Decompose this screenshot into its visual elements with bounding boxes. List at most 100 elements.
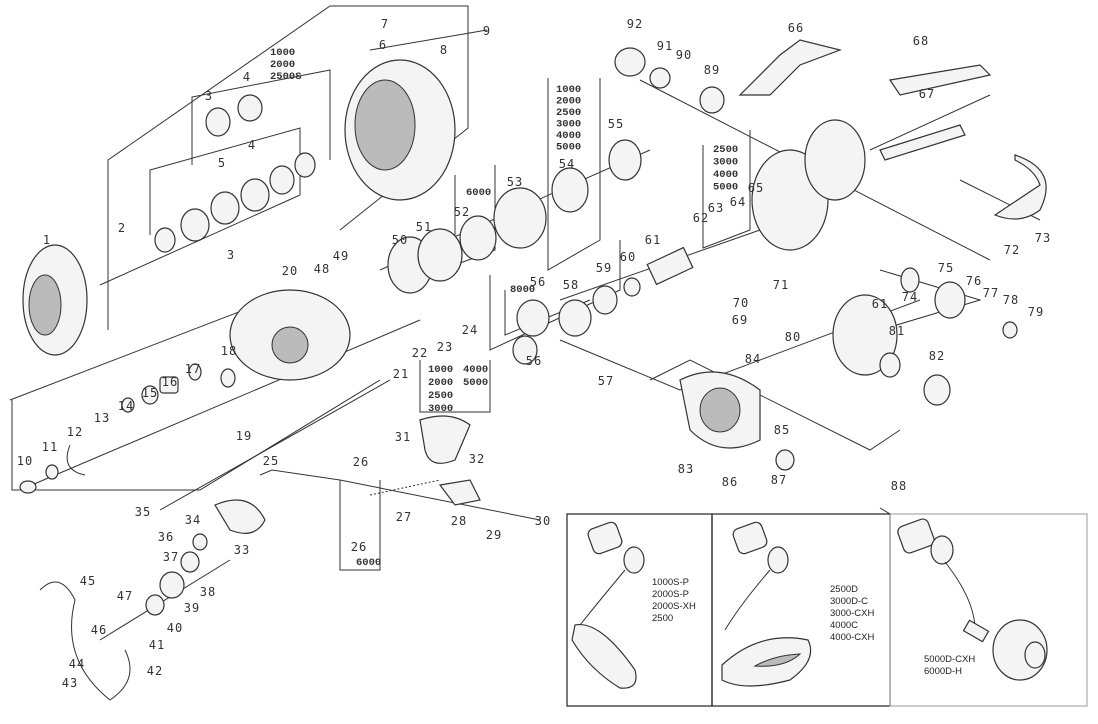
- part-label-71: 71: [773, 278, 789, 292]
- bearing-bracket: [547, 78, 601, 271]
- part-label-29: 29: [486, 528, 502, 542]
- part-label-65: 65: [748, 181, 764, 195]
- part-label-61: 61: [645, 233, 661, 247]
- part-label-76: 76: [966, 274, 982, 288]
- part-label-79: 79: [1028, 305, 1044, 319]
- part-label-78: 78: [1003, 293, 1019, 307]
- part-label-37: 37: [163, 550, 179, 564]
- handle-2-drawing: [721, 521, 812, 687]
- model-label: 2000: [556, 96, 581, 108]
- model-label: 4000: [713, 169, 738, 181]
- model-label: 5000: [463, 377, 488, 389]
- model-label: 6000: [356, 557, 381, 569]
- part-label-59: 59: [596, 261, 612, 275]
- part-label-32: 32: [469, 452, 485, 466]
- part-label-39: 39: [184, 601, 200, 615]
- part-label-74: 74: [902, 290, 918, 304]
- model-label: 1000: [428, 364, 453, 376]
- model-label: 8000: [510, 284, 535, 296]
- part-label-15: 15: [142, 386, 158, 400]
- part-label-64: 64: [730, 195, 746, 209]
- handle-box-3: [889, 513, 1088, 707]
- part-label-43: 43: [62, 676, 78, 690]
- handle-1-drawing: [571, 521, 645, 689]
- part-label-1: 1: [43, 233, 51, 247]
- model-label: 2000: [428, 377, 453, 389]
- handle-model-label: 2000S-P: [652, 589, 689, 600]
- part-label-35: 35: [135, 505, 151, 519]
- model-label: 2500: [428, 390, 453, 402]
- part-label-73: 73: [1035, 231, 1051, 245]
- model-label: 2500: [556, 107, 581, 119]
- part-label-51: 51: [416, 220, 432, 234]
- part-label-18: 18: [221, 344, 237, 358]
- part-label-41: 41: [149, 638, 165, 652]
- part-label-50: 50: [392, 233, 408, 247]
- handle-options: 1000S-P2000S-P2000S-XH25002500D3000D-C30…: [566, 507, 1088, 707]
- part-label-22: 22: [412, 346, 428, 360]
- parts-drawings: [19, 39, 1047, 701]
- part-label-82: 82: [929, 349, 945, 363]
- part-label-6: 6: [379, 38, 387, 52]
- handle-model-label: 6000D-H: [924, 666, 962, 677]
- part-label-2: 2: [118, 221, 126, 235]
- part-label-42: 42: [147, 664, 163, 678]
- part-label-68: 68: [913, 34, 929, 48]
- part-label-17: 17: [185, 362, 201, 376]
- part-label-46: 46: [91, 623, 107, 637]
- part-label-55: 55: [608, 117, 624, 131]
- model-label: 3000: [556, 119, 581, 131]
- model-label: 6000: [466, 187, 491, 199]
- part-label-16: 16: [162, 375, 178, 389]
- part-label-58: 58: [563, 278, 579, 292]
- model-label: 2000: [270, 59, 295, 71]
- handle-model-label: 3000-CXH: [830, 608, 874, 619]
- handle-model-label: 1000S-P: [652, 577, 689, 588]
- handle-model-label: 3000D-C: [830, 596, 868, 607]
- part-label-38: 38: [200, 585, 216, 599]
- pinion-bracket: [489, 240, 621, 351]
- part-label-26: 26: [351, 540, 367, 554]
- part-label-86: 86: [722, 475, 738, 489]
- part-label-85: 85: [774, 423, 790, 437]
- part-label-63: 63: [708, 201, 724, 215]
- part-label-10: 10: [17, 454, 33, 468]
- part-label-11: 11: [42, 440, 58, 454]
- part-label-13: 13: [94, 411, 110, 425]
- model-label: 4000: [463, 364, 488, 376]
- part-label-21: 21: [393, 367, 409, 381]
- part-label-14: 14: [118, 399, 134, 413]
- handle-model-label: 2500: [652, 613, 673, 624]
- part-label-90: 90: [676, 48, 692, 62]
- part-label-88: 88: [891, 479, 907, 493]
- part-label-8: 8: [440, 43, 448, 57]
- part-label-53: 53: [507, 175, 523, 189]
- part-label-20: 20: [282, 264, 298, 278]
- handle-model-label: 2500D: [830, 584, 858, 595]
- part-drive-gear: [832, 294, 898, 376]
- part-label-77: 77: [983, 286, 999, 300]
- model-label: 4000: [556, 130, 581, 142]
- part-label-44: 44: [69, 657, 85, 671]
- part-bail-wire: [39, 581, 131, 701]
- part-label-87: 87: [771, 473, 787, 487]
- part-label-45: 45: [80, 574, 96, 588]
- handle-model-label: 5000D-CXH: [924, 654, 975, 665]
- part-label-27: 27: [396, 510, 412, 524]
- part-label-9: 9: [483, 24, 491, 38]
- part-label-56: 56: [526, 354, 542, 368]
- part-label-66: 66: [788, 21, 804, 35]
- part-label-70: 70: [733, 296, 749, 310]
- model-label: 3000: [713, 157, 738, 169]
- model-label: 5000: [713, 182, 738, 194]
- part-label-28: 28: [451, 514, 467, 528]
- part-label-25: 25: [263, 454, 279, 468]
- part-label-4: 4: [243, 70, 251, 84]
- model-label: 2500: [713, 144, 738, 156]
- part-bail-arm: [214, 499, 266, 534]
- part-label-67: 67: [919, 87, 935, 101]
- part-label-69: 69: [732, 313, 748, 327]
- part-label-30: 30: [535, 514, 551, 528]
